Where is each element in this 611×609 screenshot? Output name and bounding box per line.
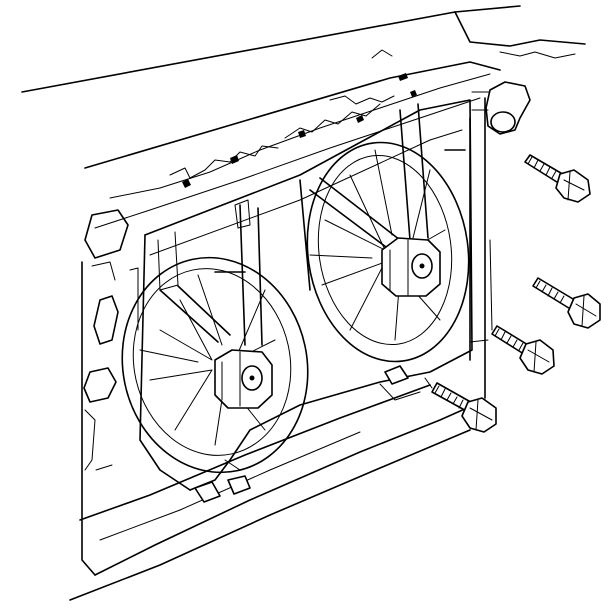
radiator-support bbox=[21, 5, 586, 229]
shroud-bolt bbox=[532, 277, 601, 329]
shroud-bolt bbox=[424, 377, 497, 433]
left-fan-motor bbox=[214, 349, 273, 409]
fan-shroud bbox=[139, 99, 473, 503]
shroud-bolt bbox=[524, 154, 591, 203]
right-fan-motor bbox=[381, 237, 441, 297]
coolant-hose bbox=[471, 81, 531, 135]
shroud-bolt bbox=[469, 325, 555, 375]
